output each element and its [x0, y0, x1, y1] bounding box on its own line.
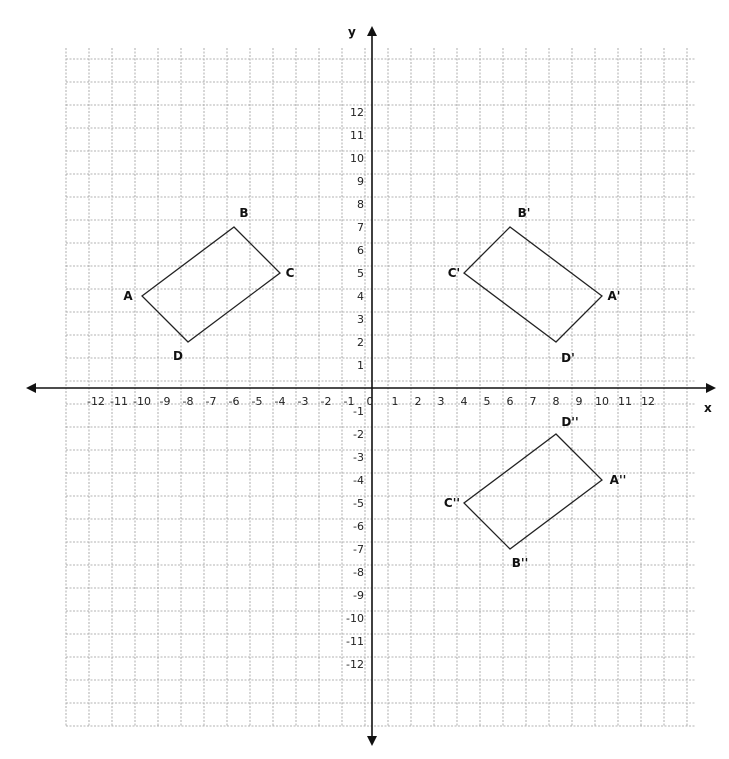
x-axis-name: x: [704, 401, 712, 415]
x-tick-label: 12: [641, 395, 655, 408]
x-tick-label: 6: [507, 395, 514, 408]
x-tick-label: 8: [553, 395, 560, 408]
y-tick-label: 8: [357, 198, 364, 211]
y-tick-label: -8: [353, 566, 364, 579]
x-tick-label: -9: [160, 395, 171, 408]
x-tick-label: -10: [133, 395, 151, 408]
y-tick-label: -11: [346, 635, 364, 648]
x-tick-label: -6: [229, 395, 240, 408]
vertex-labels: A B C D A' B' C' D' A'' B'' C'' D'': [123, 206, 626, 570]
y-axis-arrow-bottom: [367, 736, 377, 746]
y-tick-label: -1: [353, 405, 364, 418]
y-tick-label: 4: [357, 290, 364, 303]
y-tick-label: 1: [357, 359, 364, 372]
y-tick-label: 11: [350, 129, 364, 142]
x-tick-label: -1: [344, 395, 355, 408]
y-tick-label: -3: [353, 451, 364, 464]
shapes: [141, 226, 603, 550]
x-tick-label: -3: [298, 395, 309, 408]
x-tick-label: 4: [461, 395, 468, 408]
y-tick-label: -10: [346, 612, 364, 625]
vertex-label: B': [518, 206, 531, 220]
rectangle-shape: [141, 226, 281, 343]
y-tick-label: -9: [353, 589, 364, 602]
y-tick-label: -2: [353, 428, 364, 441]
y-axis-name: y: [348, 25, 356, 39]
vertex-label: D: [173, 349, 183, 363]
y-tick-label: 3: [357, 313, 364, 326]
y-tick-label: -4: [353, 474, 364, 487]
y-axis-arrow-top: [367, 26, 377, 36]
x-tick-label: 10: [595, 395, 609, 408]
x-tick-label: 7: [530, 395, 537, 408]
x-tick-label: -12: [87, 395, 105, 408]
vertex-label: A': [608, 289, 621, 303]
x-tick-label: -4: [275, 395, 286, 408]
vertex-label: A'': [610, 473, 627, 487]
vertex-label: C: [286, 266, 295, 280]
rectangle-shape: [463, 433, 603, 550]
y-tick-label: 9: [357, 175, 364, 188]
y-tick-label: 12: [350, 106, 364, 119]
vertex-label: D'': [561, 415, 578, 429]
vertex-label: C': [448, 266, 460, 280]
y-tick-label: -5: [353, 497, 364, 510]
vertex-label: C'': [444, 496, 460, 510]
x-tick-label: 0: [367, 395, 374, 408]
x-tick-label: 9: [576, 395, 583, 408]
vertex-label: B: [239, 206, 248, 220]
vertex-label: D': [561, 351, 575, 365]
x-tick-label: 5: [484, 395, 491, 408]
x-tick-label: 1: [392, 395, 399, 408]
vertex-label: B'': [512, 556, 529, 570]
x-tick-label: 11: [618, 395, 632, 408]
y-tick-label: 10: [350, 152, 364, 165]
x-tick-label: -5: [252, 395, 263, 408]
grid: [65, 48, 696, 727]
x-tick-label: 2: [415, 395, 422, 408]
vertex-label: A: [123, 289, 133, 303]
y-tick-label: -6: [353, 520, 364, 533]
x-axis-arrow-left: [26, 383, 36, 393]
x-tick-label: -2: [321, 395, 332, 408]
x-tick-label: -11: [110, 395, 128, 408]
y-tick-label: 2: [357, 336, 364, 349]
rectangle-shape: [463, 226, 603, 343]
x-tick-label: -7: [206, 395, 217, 408]
x-tick-label: -8: [183, 395, 194, 408]
x-axis-arrow-right: [706, 383, 716, 393]
y-tick-label: 7: [357, 221, 364, 234]
y-tick-label: -12: [346, 658, 364, 671]
x-tick-label: 3: [438, 395, 445, 408]
y-tick-label: -7: [353, 543, 364, 556]
y-tick-label: 5: [357, 267, 364, 280]
axes: xy: [26, 25, 716, 746]
y-tick-label: 6: [357, 244, 364, 257]
